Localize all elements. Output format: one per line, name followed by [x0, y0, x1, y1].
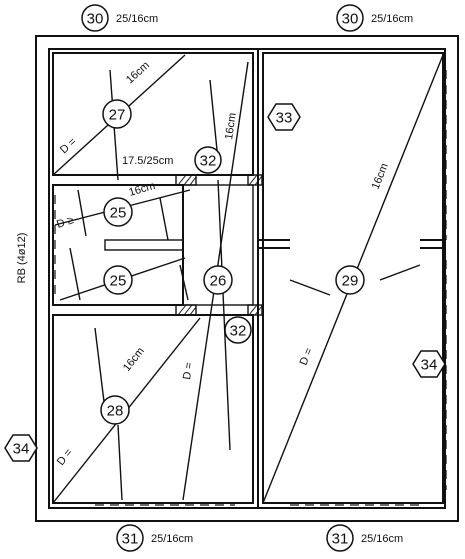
marker-34-right: 34: [412, 350, 446, 378]
marker-29: 29 16cm D =: [298, 162, 391, 367]
marker-27-d: D =: [58, 136, 79, 157]
marker-30-right: 30 25/16cm: [336, 4, 413, 32]
marker-25-upper: 25 16cm D ≥: [55, 180, 156, 231]
marker-32-upper-number: 32: [200, 153, 217, 170]
marker-29-d: D =: [298, 346, 316, 367]
marker-25-d: D ≥: [55, 214, 75, 231]
ring-beam-note: RB (4ø12): [16, 233, 28, 284]
marker-31-left: 31 25/16cm: [116, 524, 193, 552]
marker-31-right-dim: 25/16cm: [361, 533, 403, 545]
marker-34-left-number: 34: [13, 441, 30, 458]
marker-31-left-number: 31: [122, 531, 139, 548]
marker-30-right-number: 30: [342, 11, 359, 28]
room-27-spacing: 17.5/25cm: [122, 155, 173, 167]
marker-30-right-dim: 25/16cm: [371, 13, 413, 25]
outer-walls: [35, 35, 459, 522]
marker-28-dim: 16cm: [121, 345, 147, 374]
marker-25-lower: 25: [103, 265, 133, 295]
marker-31-right-number: 31: [332, 531, 349, 548]
marker-32-lower: 32: [224, 316, 252, 344]
marker-33-number: 33: [276, 110, 293, 127]
marker-25-lower-number: 25: [110, 273, 127, 290]
marker-34-left: 34: [4, 434, 38, 462]
marker-28-number: 28: [107, 403, 124, 420]
marker-31-left-dim: 25/16cm: [151, 533, 193, 545]
marker-34-right-number: 34: [421, 357, 438, 374]
marker-26: 26 D =: [181, 265, 233, 380]
marker-26-number: 26: [210, 273, 227, 290]
marker-30-left-dim: 25/16cm: [116, 13, 158, 25]
marker-28-d: D =: [55, 447, 75, 468]
hatched-supports: [175, 174, 263, 316]
marker-26-d: D =: [181, 361, 195, 380]
marker-32-upper: 32: [194, 146, 222, 174]
marker-27-dim: 16cm: [124, 59, 152, 86]
marker-25-dim: 16cm: [128, 180, 157, 199]
marker-29-dim: 16cm: [370, 162, 391, 191]
marker-30-left-number: 30: [87, 11, 104, 28]
marker-28: 28 16cm D =: [55, 345, 147, 468]
bar-26-dim: 16cm: [223, 112, 239, 140]
marker-32-lower-number: 32: [230, 323, 247, 340]
marker-27-number: 27: [109, 107, 126, 124]
marker-29-number: 29: [342, 273, 359, 290]
marker-31-right: 31 25/16cm: [326, 524, 403, 552]
marker-33: 33: [267, 103, 301, 131]
support-dashed-lines: [54, 52, 447, 506]
marker-25-upper-number: 25: [110, 205, 127, 222]
marker-30-left: 30 25/16cm: [81, 4, 158, 32]
